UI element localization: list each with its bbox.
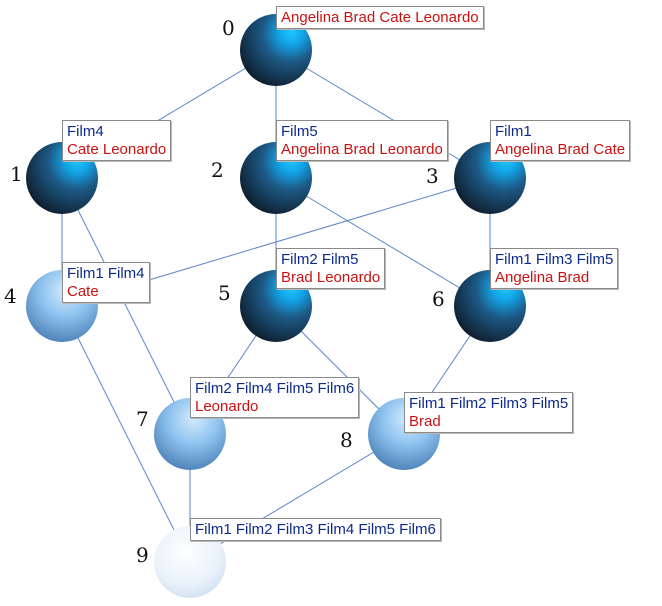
node-films-6: Film1 Film3 Film5 <box>495 251 614 268</box>
node-actors-0: Angelina Brad Cate Leonardo <box>281 9 479 26</box>
node-id-9: 9 <box>136 543 149 567</box>
node-label-8: Film1 Film2 Film3 Film5 Brad <box>404 392 574 433</box>
node-actors-3: Angelina Brad Cate <box>495 141 626 158</box>
node-id-2: 2 <box>211 158 224 182</box>
node-films-2: Film5 <box>281 123 318 140</box>
node-actors-4: Cate <box>67 283 99 300</box>
node-films-9: Film1 Film2 Film3 Film4 Film5 Film6 <box>195 521 436 538</box>
node-label-3: Film1 Angelina Brad Cate <box>490 120 631 161</box>
node-label-4: Film1 Film4 Cate <box>62 262 150 303</box>
edge-0-3 <box>275 49 491 179</box>
node-films-8: Film1 Film2 Film3 Film5 <box>409 395 569 412</box>
node-label-6: Film1 Film3 Film5 Angelina Brad <box>490 248 619 289</box>
node-films-4: Film1 Film4 <box>67 265 145 282</box>
node-films-3: Film1 <box>495 123 532 140</box>
node-actors-6: Angelina Brad <box>495 269 590 286</box>
node-label-1: Film4 Cate Leonardo <box>62 120 172 161</box>
node-id-6: 6 <box>432 287 445 311</box>
node-label-7: Film2 Film4 Film5 Film6 Leonardo <box>190 377 360 418</box>
node-id-5: 5 <box>218 281 231 305</box>
node-films-5: Film2 Film5 <box>281 251 359 268</box>
node-label-0: Angelina Brad Cate Leonardo <box>276 6 484 29</box>
node-actors-2: Angelina Brad Leonardo <box>281 141 443 158</box>
node-id-3: 3 <box>426 164 439 188</box>
edge-2-6 <box>275 177 491 307</box>
edge-1-7 <box>61 177 191 435</box>
node-actors-7: Leonardo <box>195 398 259 415</box>
node-label-9: Film1 Film2 Film3 Film4 Film5 Film6 <box>190 518 441 541</box>
node-actors-8: Brad <box>409 413 441 430</box>
node-id-4: 4 <box>4 284 17 308</box>
node-films-7: Film2 Film4 Film5 Film6 <box>195 380 355 397</box>
node-actors-5: Brad Leonardo <box>281 269 381 286</box>
edge-8-9 <box>189 433 405 563</box>
node-id-0: 0 <box>222 16 235 40</box>
node-actors-1: Cate Leonardo <box>67 141 167 158</box>
edge-4-9 <box>61 305 191 563</box>
node-label-2: Film5 Angelina Brad Leonardo <box>276 120 448 161</box>
node-films-1: Film4 <box>67 123 104 140</box>
node-sphere-9[interactable] <box>154 526 226 598</box>
node-id-7: 7 <box>136 407 149 431</box>
node-id-1: 1 <box>10 162 23 186</box>
node-label-5: Film2 Film5 Brad Leonardo <box>276 248 386 289</box>
node-sphere-0[interactable] <box>240 14 312 86</box>
node-id-8: 8 <box>340 428 353 452</box>
